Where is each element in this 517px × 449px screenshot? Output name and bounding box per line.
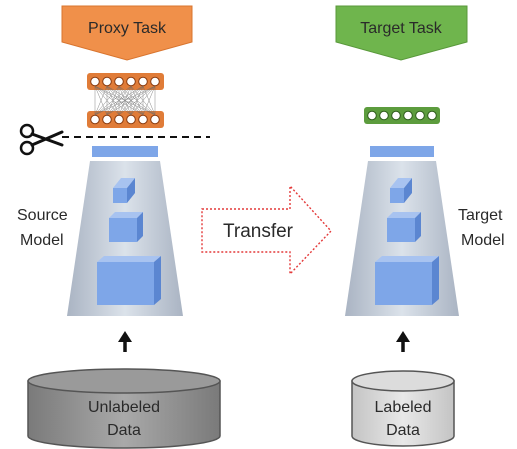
target-model-label-line2: Model xyxy=(461,232,505,249)
source-model-label-line1: Source xyxy=(17,207,68,224)
labeled-data-cylinder: Labeled Data xyxy=(351,370,455,447)
transfer-label: Transfer xyxy=(223,221,294,242)
arrow-up-icon xyxy=(396,331,410,352)
labeled-data-line1: Labeled xyxy=(375,399,432,416)
target-task-label: Target Task xyxy=(360,20,443,37)
target-task-banner: Target Task xyxy=(335,5,468,61)
target-model xyxy=(345,146,459,316)
target-top-layer xyxy=(370,146,434,157)
unlabeled-data-line2: Data xyxy=(107,422,141,439)
source-model-label-line2: Model xyxy=(20,232,64,249)
transfer-arrow: Transfer xyxy=(201,184,332,276)
arrow-up-icon xyxy=(118,331,132,352)
source-conv-blocks xyxy=(97,178,161,305)
target-model-label-line1: Target xyxy=(458,207,503,224)
proxy-task-banner: Proxy Task xyxy=(61,5,193,61)
target-head-layer xyxy=(364,107,440,124)
target-conv-blocks xyxy=(375,178,439,305)
unlabeled-data-cylinder: Unlabeled Data xyxy=(27,368,221,449)
source-model xyxy=(67,146,183,316)
proxy-head-network xyxy=(87,73,164,128)
labeled-data-line2: Data xyxy=(386,422,420,439)
scissors-icon xyxy=(19,123,64,156)
source-top-layer xyxy=(92,146,158,157)
proxy-task-label: Proxy Task xyxy=(88,20,167,37)
unlabeled-data-line1: Unlabeled xyxy=(88,399,160,416)
